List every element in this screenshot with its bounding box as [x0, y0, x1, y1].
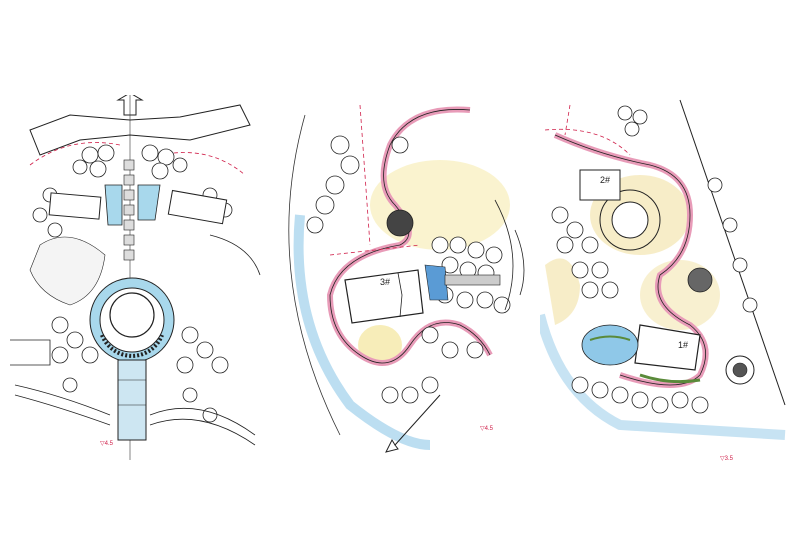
- elevation-note-right: ▽3.5: [720, 456, 734, 462]
- elevation-note-left: ▽4.5: [100, 441, 114, 447]
- site-plan-middle-drawing: 3# ▽4.5: [288, 104, 525, 453]
- site-plan-right-drawing: 2# 1# ▽3.5: [540, 99, 786, 462]
- building-label-3: 3#: [380, 277, 390, 287]
- building-label-2: 2#: [600, 175, 610, 185]
- site-plan-middle: 3# ▽4.5: [280, 95, 530, 465]
- building-label-1: 1#: [678, 340, 688, 350]
- site-plan-left-drawing: ▽4.5: [10, 95, 261, 460]
- site-plan-left: ▽4.5: [10, 95, 270, 465]
- elevation-note-middle: ▽4.5: [480, 426, 494, 432]
- site-plan-right: 2# 1# ▽3.5: [540, 95, 790, 465]
